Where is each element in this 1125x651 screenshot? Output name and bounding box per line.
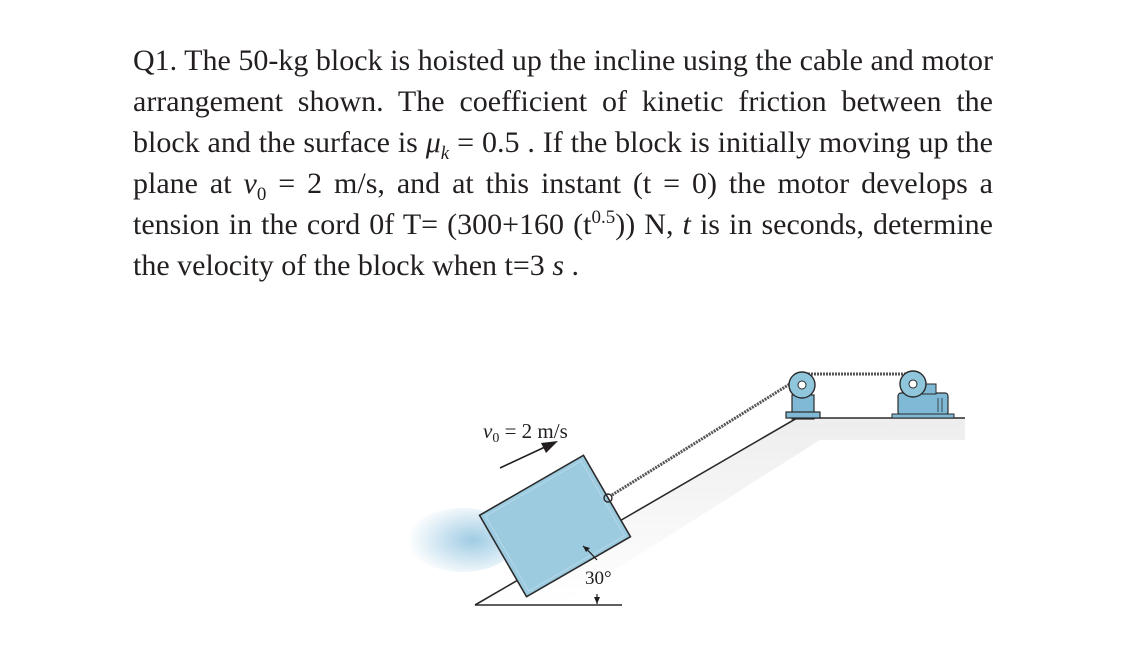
problem-text-6: . <box>564 249 580 282</box>
motor-icon <box>891 370 955 419</box>
pulley-icon <box>788 371 816 399</box>
time-variable: t <box>682 208 691 241</box>
velocity-label: v0 = 2 m/s <box>483 419 568 446</box>
pulley-support <box>785 394 821 420</box>
angle-label: 30° <box>585 568 612 589</box>
problem-statement: Q1. The 50-kg block is hoisted up the in… <box>133 40 993 286</box>
mu-symbol: μ <box>425 126 441 159</box>
seconds-unit: s <box>552 249 564 282</box>
v-subscript: 0 <box>256 184 267 205</box>
block <box>478 454 632 598</box>
problem-text-1: Q1. The 50-kg block is hoisted up the in… <box>133 44 993 159</box>
problem-text-3: = 2 m/s, and at this instant (t = 0) the… <box>133 167 993 241</box>
v-symbol: v <box>243 167 257 200</box>
cable-incline <box>611 380 794 497</box>
problem-text-5: is in seconds, determine the velocity of… <box>133 208 993 282</box>
incline-shading <box>475 418 965 605</box>
problem-text-2: = 0.5 . If the block is initially moving… <box>133 126 993 200</box>
time-exponent: 0.5 <box>591 207 616 228</box>
problem-text-4: )) N, <box>615 208 683 241</box>
cable-hook <box>603 493 613 503</box>
angle-marker <box>582 545 600 604</box>
velocity-arrow <box>499 441 558 469</box>
mu-subscript: k <box>440 143 450 164</box>
